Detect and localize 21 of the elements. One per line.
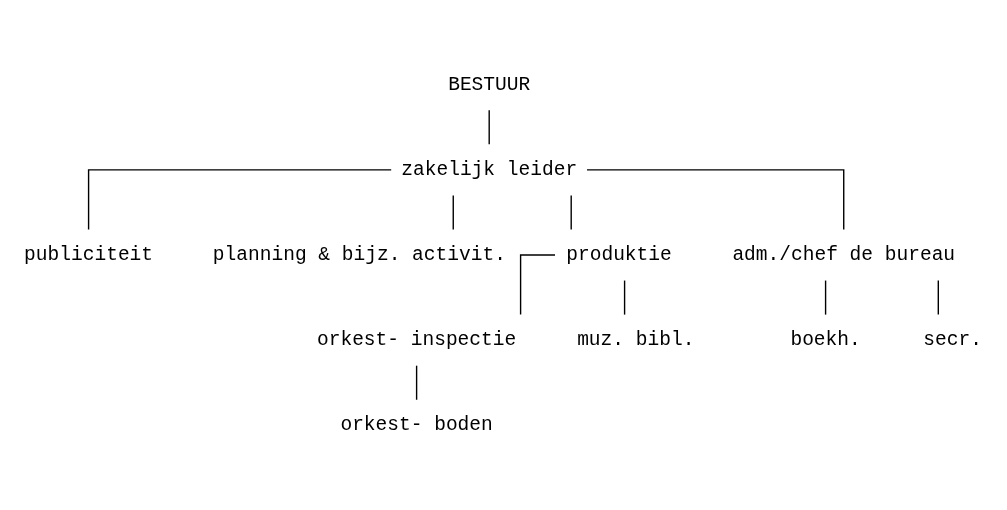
connector [519,254,556,316]
node-text: muz. bibl. [577,329,695,352]
node-text: orkest- inspectie [316,329,517,352]
connector [570,194,572,231]
node-text: produktie [566,244,672,267]
node-text: publiciteit [24,244,154,267]
connector [623,279,626,316]
node-text: planning & bijz. activit. [212,244,506,267]
connector [87,169,392,231]
connector [937,279,939,316]
node-text: adm./chef de bureau [732,244,956,267]
node-text: orkest- boden [340,414,493,437]
node-text: secr. [923,329,982,352]
connector [452,194,454,231]
node-text: zakelijk leider [401,159,578,182]
node-text: boekh. [790,329,861,352]
connector [586,169,845,231]
connector [488,109,490,145]
connector [415,365,418,401]
connector [824,279,827,316]
node-text: BESTUUR [448,73,531,96]
